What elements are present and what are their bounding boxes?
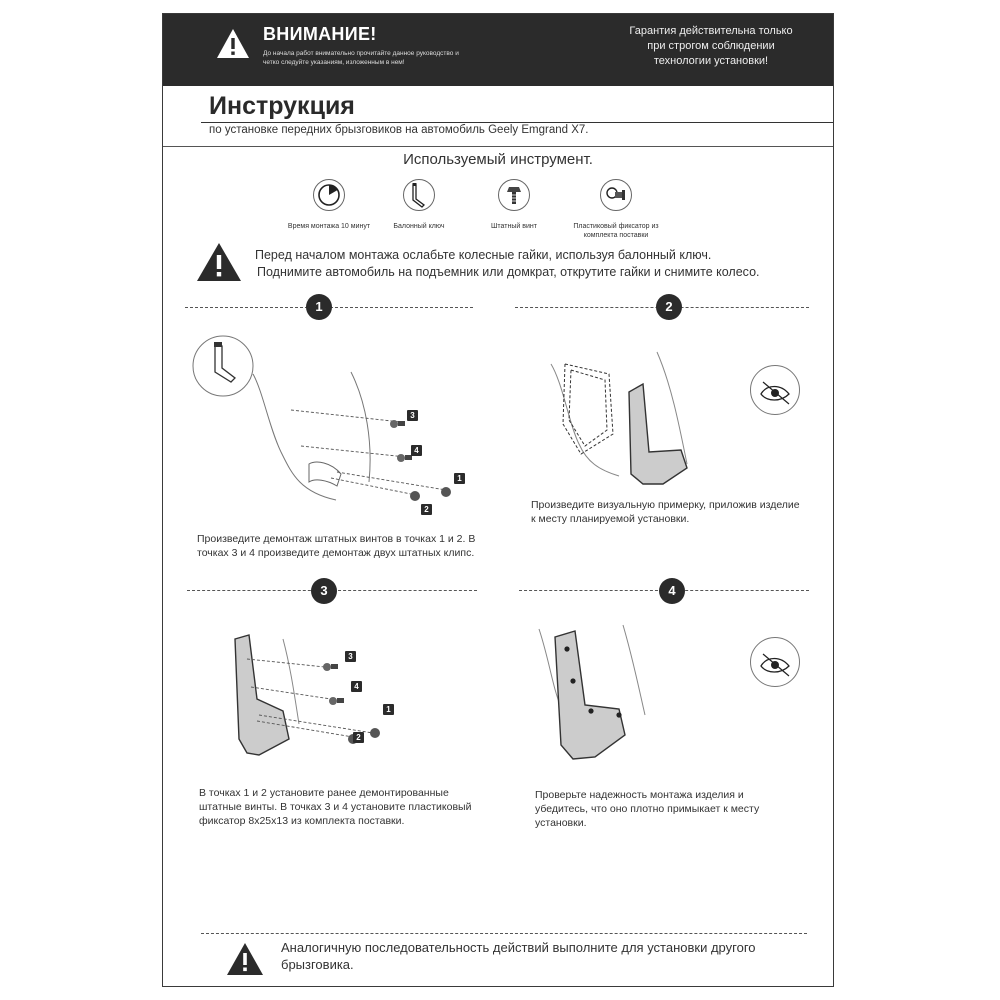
warning-icon [227,943,263,975]
tool-label: Время монтажа 10 минут [287,223,371,230]
footer-divider [201,933,807,934]
prep-line: Перед началом монтажа ослабьте колесные … [255,248,712,262]
tool-wrench: Балонный ключ [376,178,462,231]
visual-check-icon [750,365,800,415]
warning-subtitle: До начала работ внимательно прочитайте д… [263,50,459,66]
document-title: Инструкция [209,92,355,120]
point-label: 1 [454,473,465,484]
point-label: 2 [353,732,364,743]
title-divider [201,122,833,123]
point-label: 4 [351,681,362,692]
step-2-illustration [550,351,688,485]
visual-check-icon [750,637,800,687]
tool-screw: Штатный винт [471,178,557,231]
step-4-illustration [538,624,646,760]
prep-line: Поднимите автомобиль на подъемник или до… [257,265,760,279]
clock-icon [313,179,345,211]
step-caption: Произведите демонтаж штатных винтов в то… [197,533,476,559]
tool-clip: Пластиковый фиксатор из комплекта постав… [568,178,664,240]
warning-header: ВНИМАНИЕ! До начала работ внимательно пр… [163,14,833,86]
tool-label: Балонный ключ [393,223,445,230]
step-1-illustration [192,335,451,501]
screw-icon [498,179,530,211]
guarantee-note: Гарантия действительна только при строго… [629,25,793,67]
point-label: 4 [411,445,422,456]
warning-icon [197,243,241,281]
point-label: 3 [407,410,418,421]
footer-note: Аналогичную последовательность действий … [281,940,756,972]
step-3-illustration [234,634,380,756]
wrench-icon [403,179,435,211]
document-subtitle: по установке передних брызговиков на авт… [209,124,589,136]
tool-label: Штатный винт [491,223,537,230]
warning-title: ВНИМАНИЕ! [263,24,377,44]
prep-warning: Перед началом монтажа ослабьте колесные … [255,247,760,281]
point-label: 2 [421,504,432,515]
warning-icon [217,29,249,58]
step-number-badge: 4 [659,578,685,604]
tools-heading: Используемый инструмент. [403,151,593,168]
step-number-badge: 3 [311,578,337,604]
point-label: 1 [383,704,394,715]
step-caption: Проверьте надежность монтажа изделия и у… [535,789,760,829]
step-caption: В точках 1 и 2 установите ранее демонтир… [199,787,472,827]
instruction-sheet: ВНИМАНИЕ! До начала работ внимательно пр… [162,13,834,987]
tool-time: Время монтажа 10 минут [286,178,372,231]
point-label: 3 [345,651,356,662]
step-number-badge: 2 [656,294,682,320]
step-number-badge: 1 [306,294,332,320]
tool-label: Пластиковый фиксатор из комплекта постав… [573,223,659,239]
clip-icon [600,179,632,211]
section-divider [163,146,833,147]
step-caption: Произведите визуальную примерку, приложи… [531,499,800,525]
